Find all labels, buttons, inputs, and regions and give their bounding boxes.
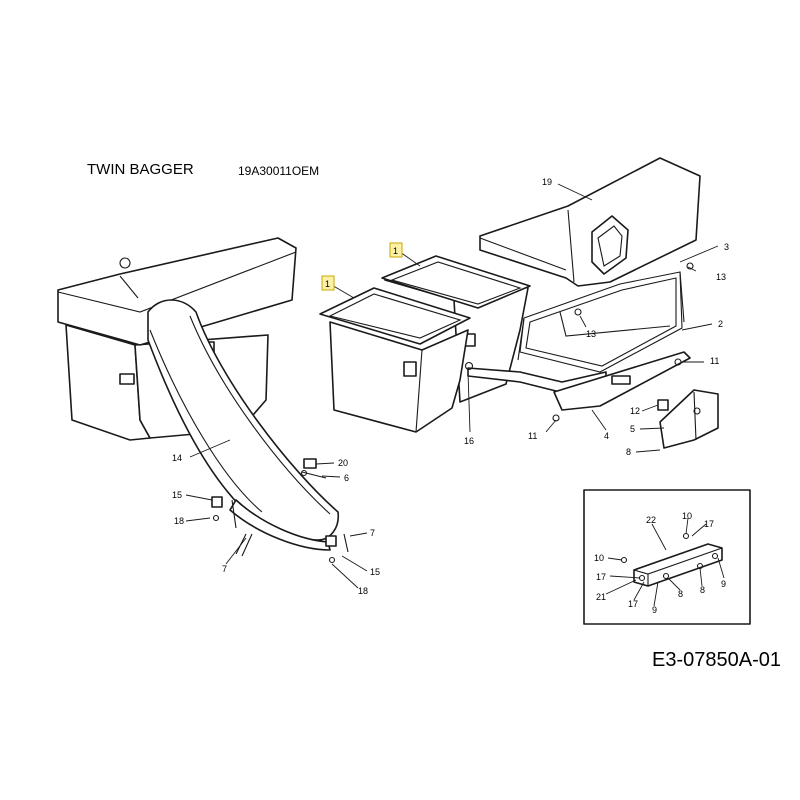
callout-15-left: 15 bbox=[172, 490, 182, 500]
callout-9-right: 9 bbox=[721, 579, 726, 589]
callout-1-rear: 1 bbox=[393, 246, 398, 256]
callout-17-top: 17 bbox=[704, 519, 714, 529]
callout-13-center: 13 bbox=[586, 329, 596, 339]
callout-7-left: 7 bbox=[222, 564, 227, 574]
diagram-title: TWIN BAGGER bbox=[87, 161, 194, 178]
callout-20: 20 bbox=[338, 458, 348, 468]
callout-18-right: 18 bbox=[358, 586, 368, 596]
leader-lines bbox=[185, 183, 725, 607]
callout-11-right: 11 bbox=[710, 356, 719, 366]
callout-14: 14 bbox=[172, 453, 182, 463]
callout-7-right: 7 bbox=[370, 528, 375, 538]
callout-4: 4 bbox=[604, 431, 609, 441]
callout-10-top: 10 bbox=[682, 511, 692, 521]
callout-1-highlight-front bbox=[321, 275, 335, 291]
callout-2: 2 bbox=[718, 319, 723, 329]
callout-1-front: 1 bbox=[325, 279, 330, 289]
bagger-cover bbox=[479, 157, 701, 287]
callout-3: 3 bbox=[724, 242, 729, 252]
callout-8-inset-a: 8 bbox=[678, 589, 683, 599]
callout-9-bottom: 9 bbox=[652, 605, 657, 615]
callout-17-bottom: 17 bbox=[628, 599, 638, 609]
callout-15-right: 15 bbox=[370, 567, 380, 577]
callout-6: 6 bbox=[344, 473, 349, 483]
callout-18-left: 18 bbox=[174, 516, 184, 526]
bag-container-front bbox=[319, 287, 471, 433]
callout-10-left: 10 bbox=[594, 553, 604, 563]
callout-22: 22 bbox=[646, 515, 656, 525]
mounting-bracket bbox=[659, 389, 719, 449]
callout-19: 19 bbox=[542, 177, 552, 187]
discharge-chute bbox=[147, 299, 340, 551]
callout-13-right: 13 bbox=[716, 272, 726, 282]
callout-8: 8 bbox=[626, 447, 631, 457]
callout-12: 12 bbox=[630, 406, 640, 416]
model-code: 19A30011OEM bbox=[238, 164, 319, 178]
callout-16: 16 bbox=[464, 436, 474, 446]
callout-21: 21 bbox=[596, 592, 606, 602]
callout-17-left: 17 bbox=[596, 572, 606, 582]
frame-hardware bbox=[464, 262, 694, 422]
bag-container-rear bbox=[381, 255, 531, 403]
callout-8-inset-b: 8 bbox=[700, 585, 705, 595]
drawing-reference: E3-07850A-01 bbox=[652, 649, 781, 671]
callout-1-highlight-rear bbox=[389, 242, 403, 258]
inset-detail bbox=[583, 489, 751, 625]
bagger-frame bbox=[467, 271, 691, 411]
callout-5: 5 bbox=[630, 424, 635, 434]
callout-11-left: 11 bbox=[528, 431, 537, 441]
chute-hardware bbox=[211, 458, 349, 564]
